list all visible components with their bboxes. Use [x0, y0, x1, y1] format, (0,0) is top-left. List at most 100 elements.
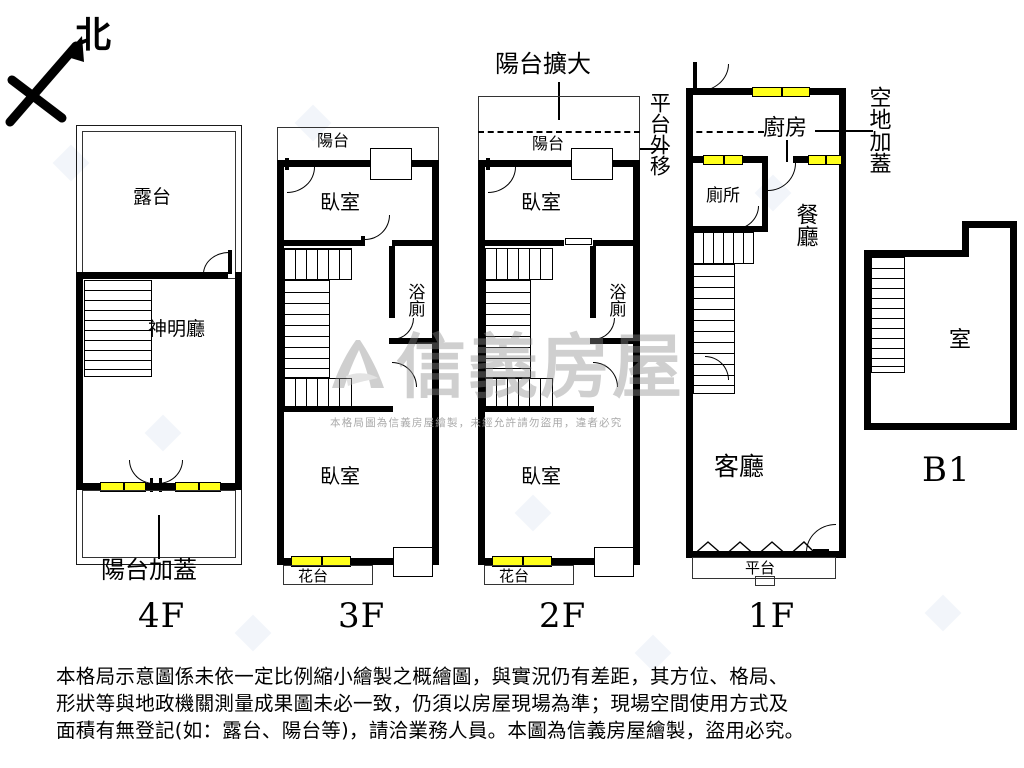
leader-line-1f-kitchen-down [786, 140, 788, 162]
paper-watermark [924, 594, 962, 632]
wall-2f-left [478, 160, 485, 565]
room-label-balcony-3f: 陽台 [317, 131, 350, 150]
room-label-bath-3f: 浴廁 [404, 283, 425, 317]
wall-4f-right [235, 272, 242, 490]
window-1f-dining [808, 155, 842, 165]
room-label-living-1f: 客廳 [714, 452, 765, 481]
staircase-2f-lower-treads [485, 378, 553, 408]
door-swing-3f-hall [392, 362, 417, 387]
bay-window-2f-bottom [594, 547, 634, 577]
door-leaf-4f-a [150, 478, 153, 492]
leader-line-4f [158, 515, 160, 559]
wall-3f-lower [277, 406, 393, 412]
room-label-bedroom-3f-top: 臥室 [320, 190, 360, 214]
leader-line-1f-kitchen [815, 130, 873, 132]
staircase-b1 [871, 257, 905, 373]
paper-watermark [514, 494, 552, 532]
staircase-2f-upper-treads [485, 248, 553, 280]
platform-outline-1f [692, 557, 836, 579]
annotation-planter-3f: 花台 [298, 567, 329, 585]
wall-1f-toilet-right [762, 156, 768, 232]
room-label-bedroom-3f-bottom: 臥室 [320, 464, 360, 488]
door-swing-3f-bedroom-top [365, 215, 390, 240]
floor-label-1f: 1F [748, 596, 796, 636]
wall-b1-bottom [864, 423, 1017, 430]
wall-2f-right [633, 160, 640, 565]
door-leaf-1f-back [693, 62, 697, 90]
room-label-bath-2f: 浴廁 [605, 283, 626, 317]
window-4f-right [175, 482, 221, 492]
annotation-vacant-cover-1f: 空地加蓋 [865, 86, 891, 174]
bay-window-2f-top [571, 148, 613, 180]
staircase-3f-lower-treads [284, 378, 352, 408]
door-leaf-1f-entry [813, 549, 829, 553]
platform-step-1f [755, 576, 775, 586]
leader-line-2f-expand [558, 82, 560, 120]
door-swing-3f-bath [392, 318, 414, 340]
door-leaf-2f-balcony [486, 158, 490, 170]
wall-2f-lower [478, 406, 594, 412]
room-label-kitchen-1f: 廚房 [763, 116, 808, 141]
door-leaf-3f-bedroom-top [361, 236, 365, 246]
wall-1f-left [686, 88, 693, 558]
wall-2f-bath-left [590, 246, 596, 318]
door-leaf-3f-balcony [285, 158, 289, 170]
bay-window-3f-bottom [393, 547, 433, 577]
wall-3f-bottom [277, 558, 439, 565]
staircase-3f-flight [284, 280, 330, 378]
watermark-notice: 本格局圖為信義房屋繪製，未經允許請勿盜用，違者必究 [330, 417, 623, 429]
wall-4f-top [76, 272, 228, 279]
wall-3f-bath-bottom [389, 338, 439, 344]
paper-watermark [234, 614, 272, 652]
door-swing-2f-bath [593, 318, 615, 340]
room-label-toilet-1f: 廁所 [706, 186, 740, 206]
room-label-bedroom-2f-top: 臥室 [521, 190, 561, 214]
planter-outline-3f [283, 565, 373, 585]
disclaimer-line-2: 形狀等與地政機關測量成果圖未必一致，仍須以房屋現場為準；現場空間使用方式及 [56, 691, 789, 715]
door-swing-1f-kitchen [768, 163, 796, 191]
annotation-platform-shift-2f: 平台外移 [647, 92, 672, 176]
room-label-terrace-4f: 露台 [133, 186, 172, 208]
wall-3f-bath-left [389, 246, 395, 318]
north-arrow-icon [4, 22, 114, 132]
staircase-3f-upper-treads [284, 248, 352, 280]
floor-label-b1: B1 [922, 450, 971, 490]
staircase-1f-upper-treads [693, 232, 754, 264]
annotation-planter-2f: 花台 [499, 567, 530, 585]
wall-2f-mid-right [593, 240, 640, 246]
room-label-bedroom-2f-bottom: 臥室 [521, 464, 561, 488]
window-1f-toilet [703, 155, 743, 165]
dashed-original-balcony-2f [478, 131, 640, 133]
door-swing-2f-balcony [488, 167, 516, 193]
wall-b1-right [1010, 221, 1017, 429]
door-swing-3f-balcony [287, 167, 315, 193]
floor-label-3f: 3F [338, 596, 386, 636]
window-4f-left [100, 482, 146, 492]
annotation-balcony-expand-2f: 陽台擴大 [495, 50, 591, 78]
window-1f-top [752, 87, 810, 97]
wall-b1-notch-vertical [962, 221, 969, 257]
wall-1f-bottom [686, 551, 846, 558]
disclaimer-line-3: 面積有無登記(如：露台、陽台等)，請洽業務人員。本圖為信義房屋繪製，盜用必究。 [56, 718, 805, 742]
wall-b1-top-right [962, 221, 1017, 228]
annotation-platform-1f: 平台 [745, 559, 776, 577]
wall-3f-top [277, 160, 439, 167]
planter-outline-2f [484, 565, 574, 585]
room-label-balcony-2f: 陽台 [532, 134, 565, 153]
wall-b1-left [864, 250, 871, 429]
wall-2f-bath-bottom [590, 338, 640, 344]
wall-1f-toilet-bottom [686, 226, 768, 232]
wall-2f-mid-left [478, 240, 564, 246]
staircase-2f-flight [485, 280, 531, 378]
door-leaf-4f-b [159, 478, 162, 492]
window-2f-bottom [492, 556, 552, 567]
wall-b1-top-left [864, 250, 969, 257]
wall-2f-bottom [478, 558, 640, 565]
disclaimer-line-1: 本格局示意圖係未依一定比例縮小繪製之概繪圖，與實況仍有差距，其方位、格局、 [56, 665, 789, 688]
sliding-door-2f [565, 238, 592, 245]
door-swing-1f-entry [806, 524, 836, 552]
north-label: 北 [75, 15, 112, 56]
room-label-dining-1f: 餐廳 [792, 203, 818, 247]
staircase-4f [84, 280, 152, 377]
